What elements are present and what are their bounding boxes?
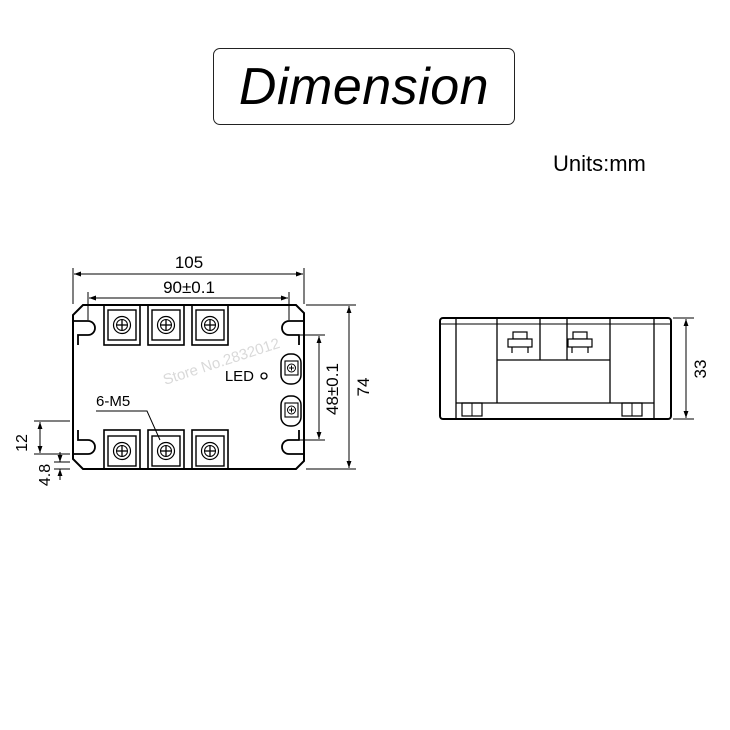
screw-terminal-icon: [195, 435, 225, 467]
terminal-frame-top-2: [147, 304, 185, 346]
dim-slot-height: 12: [14, 434, 31, 452]
dim-overall-height: 74: [354, 378, 373, 397]
screw-terminal-icon: [151, 435, 181, 467]
side-terminal-screw-icon: [507, 331, 533, 353]
screw-terminal-icon: [107, 309, 137, 341]
mounting-slot-top-right: [281, 320, 304, 345]
dim-side-height: 33: [691, 360, 710, 379]
side-view: [439, 317, 672, 420]
screw-terminal-icon: [195, 309, 225, 341]
terminal-leader-line: [96, 410, 161, 441]
control-screw-icon: [284, 402, 299, 418]
units-label: Units:mm: [553, 151, 646, 176]
screw-terminal-icon: [107, 435, 137, 467]
dim-hole-spacing: 48±0.1: [323, 363, 342, 415]
dim-terminal-pitch: 90±0.1: [163, 278, 215, 297]
terminal-frame-bottom-3: [191, 429, 229, 470]
side-view-dimensions: 33: [673, 317, 710, 420]
mounting-slot-bottom-left: [73, 430, 96, 455]
control-screw-icon: [284, 360, 299, 376]
front-view: LED Store No.2832012 6-M5: [72, 304, 305, 470]
terminal-frame-bottom-2: [147, 429, 185, 470]
terminal-thread-label: 6-M5: [96, 393, 130, 410]
title-box: Dimension: [213, 48, 515, 125]
terminal-frame-top-3: [191, 304, 229, 346]
terminal-frame-top-1: [103, 304, 141, 346]
side-terminal-screw-icon: [567, 331, 593, 353]
front-view-dimensions: 105 90±0.1 74 48±0.1 12 4.8: [14, 253, 373, 486]
page-title: Dimension: [238, 57, 490, 116]
side-body-outline: [439, 317, 672, 420]
led-indicator-icon: [260, 372, 268, 380]
relay-body-outline: [72, 304, 305, 470]
mounting-slot-bottom-right: [281, 430, 304, 455]
led-label: LED: [225, 368, 254, 385]
dim-overall-width: 105: [175, 253, 203, 272]
screw-terminal-icon: [151, 309, 181, 341]
dim-slot-offset: 4.8: [37, 464, 54, 486]
terminal-frame-bottom-1: [103, 429, 141, 470]
mounting-slot-top-left: [73, 320, 96, 345]
